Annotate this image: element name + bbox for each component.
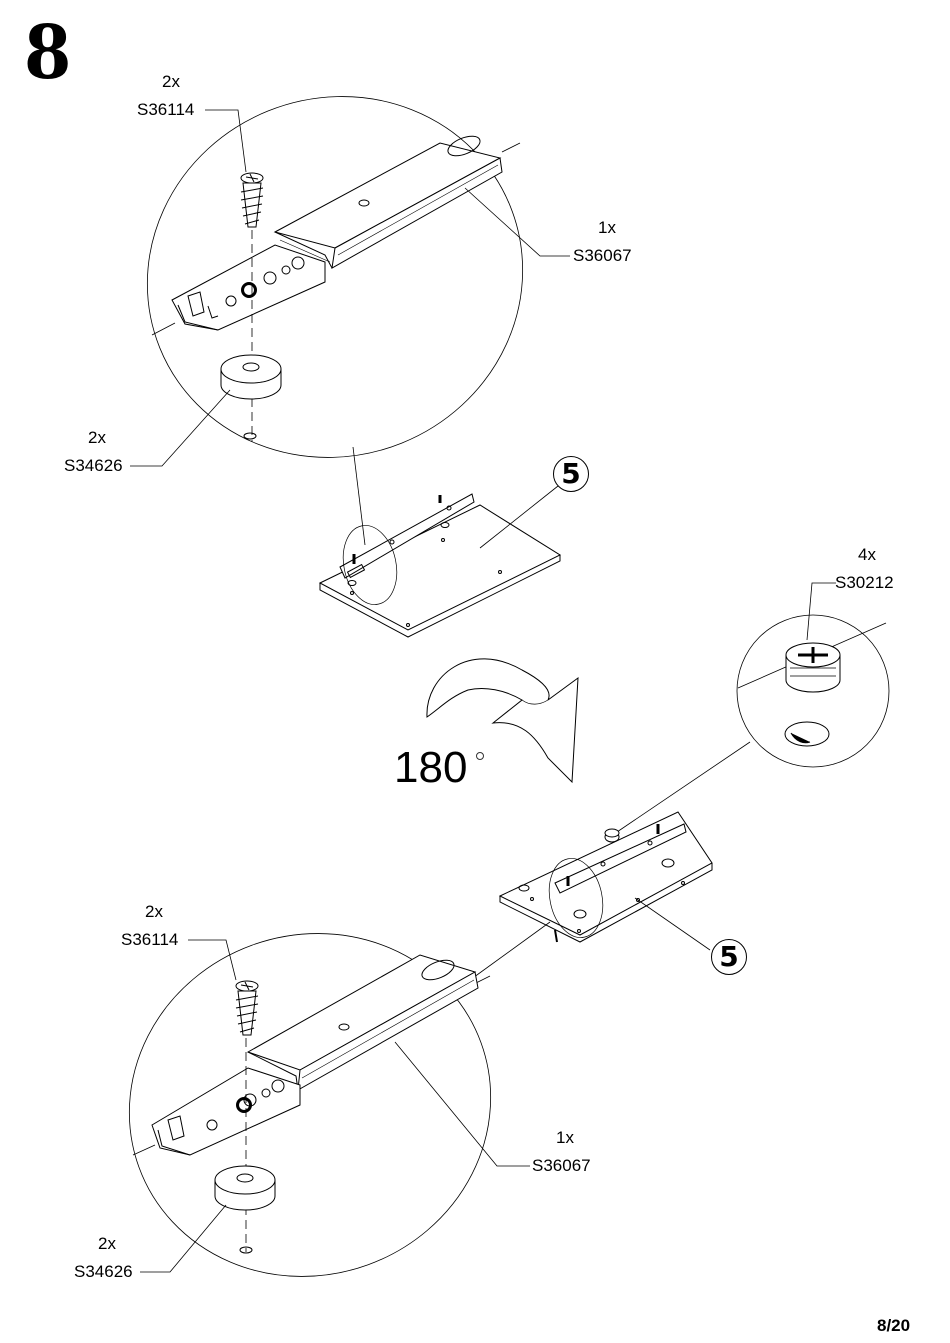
spacer-qty-label: 2x (88, 428, 106, 447)
screw-qty-label: 2x (162, 72, 180, 91)
panel-number-badge: 5 (553, 456, 589, 492)
rail-qty-label: 1x (598, 218, 616, 237)
degree-icon (476, 752, 484, 760)
spacer-code-label: S34626 (64, 456, 123, 475)
cam-code-label: S30212 (835, 573, 894, 592)
rotate-arrow-icon (426, 658, 579, 784)
screw-code-label: S36114 (137, 100, 195, 119)
rotation-degrees: 180 (394, 743, 468, 792)
cam-qty-label: 4x (858, 545, 876, 564)
cam-lock-detail (616, 582, 890, 833)
screw-icon (240, 172, 264, 228)
page-number: 8/20 (877, 1316, 911, 1335)
step-number: 8 (24, 10, 72, 96)
bottom-detail-zoom (128, 933, 530, 1277)
rail-code-label-bottom: S36067 (532, 1156, 591, 1175)
spacer-icon (214, 1165, 276, 1211)
panel-assembly-2 (469, 811, 713, 981)
rail-qty-label-bottom: 1x (556, 1128, 574, 1147)
screw-icon (235, 980, 259, 1036)
spacer-code-label-bottom: S34626 (74, 1262, 133, 1281)
screw-qty-label-bottom: 2x (145, 902, 163, 921)
panel-number-badge-flipped: 5 (711, 939, 747, 975)
spacer-icon (220, 354, 282, 400)
spacer-qty-label-bottom: 2x (98, 1234, 116, 1253)
panel-assembly-1 (318, 485, 562, 638)
rail-code-label: S36067 (573, 246, 632, 265)
screw-code-label-bottom: S36114 (121, 930, 179, 949)
top-detail-zoom (130, 96, 570, 546)
